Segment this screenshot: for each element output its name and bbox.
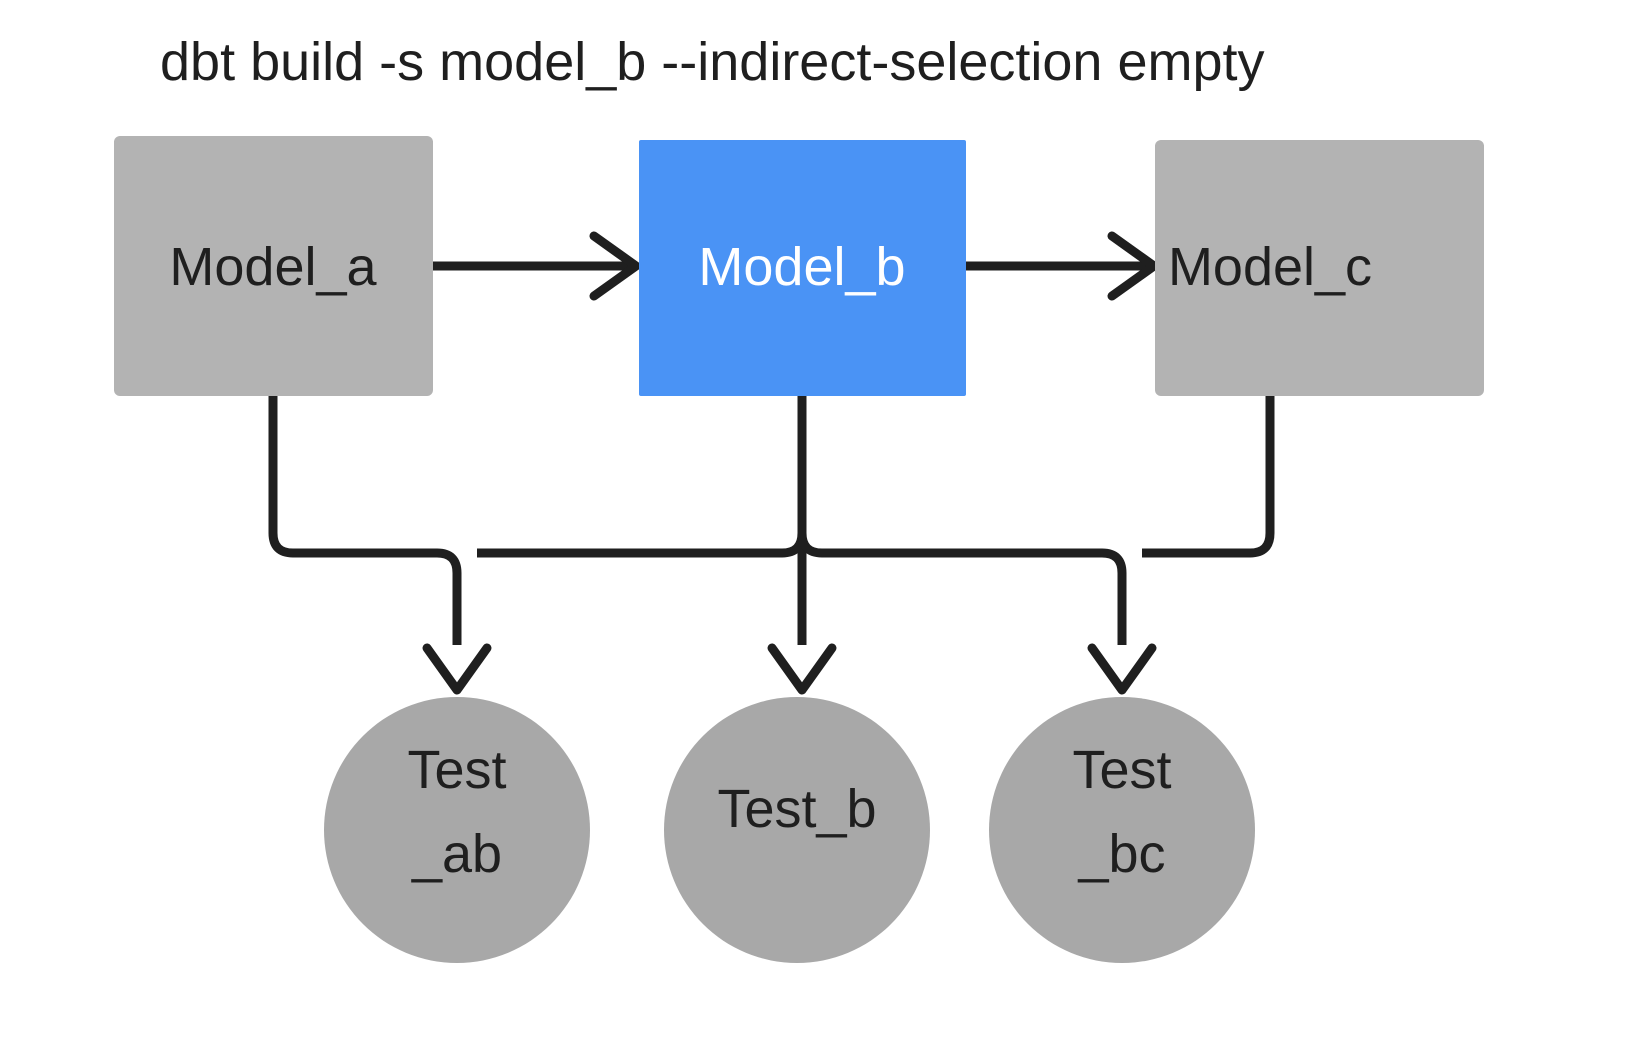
node-test-ab-label-line2: _ab: [411, 824, 502, 884]
node-model-c-shape[interactable]: [1155, 140, 1484, 396]
node-test-ab[interactable]: Test _ab: [324, 697, 590, 963]
node-test-b-label-line1: Test_b: [717, 779, 876, 839]
arrowhead-test-ab-icon: [422, 643, 492, 695]
node-test-bc[interactable]: Test _bc: [989, 697, 1255, 963]
edge-model-c-to-test-bc: [1142, 396, 1275, 558]
edge-model-b-to-test-ab: [477, 396, 807, 558]
node-test-bc-shape[interactable]: [989, 697, 1255, 963]
arrowhead-model-c-icon: [1107, 231, 1159, 301]
edge-model-a-to-test-ab: [268, 396, 462, 645]
node-model-b[interactable]: Model_b: [639, 140, 966, 396]
arrowhead-test-bc-icon: [1087, 643, 1157, 695]
edge-model-b-to-test-bc: [797, 396, 1127, 645]
node-test-bc-label-line1: Test: [1072, 740, 1171, 800]
node-model-a-shape[interactable]: [114, 136, 433, 396]
arrowhead-test-b-icon: [767, 643, 837, 695]
node-model-a[interactable]: Model_a: [114, 136, 433, 396]
arrowhead-model-b-icon: [589, 231, 641, 301]
node-test-b[interactable]: Test_b: [664, 697, 930, 963]
node-model-b-label: Model_b: [698, 237, 905, 297]
node-test-bc-label-line2: _bc: [1077, 824, 1165, 884]
node-model-a-label: Model_a: [169, 237, 377, 297]
page-title: dbt build -s model_b --indirect-selectio…: [160, 32, 1265, 92]
node-model-b-shape[interactable]: [639, 140, 966, 396]
node-test-ab-shape[interactable]: [324, 697, 590, 963]
node-model-c-label: Model_c: [1168, 237, 1372, 297]
node-test-b-shape[interactable]: [664, 697, 930, 963]
node-model-c[interactable]: Model_c: [1155, 140, 1484, 396]
node-test-ab-label-line1: Test: [407, 740, 506, 800]
